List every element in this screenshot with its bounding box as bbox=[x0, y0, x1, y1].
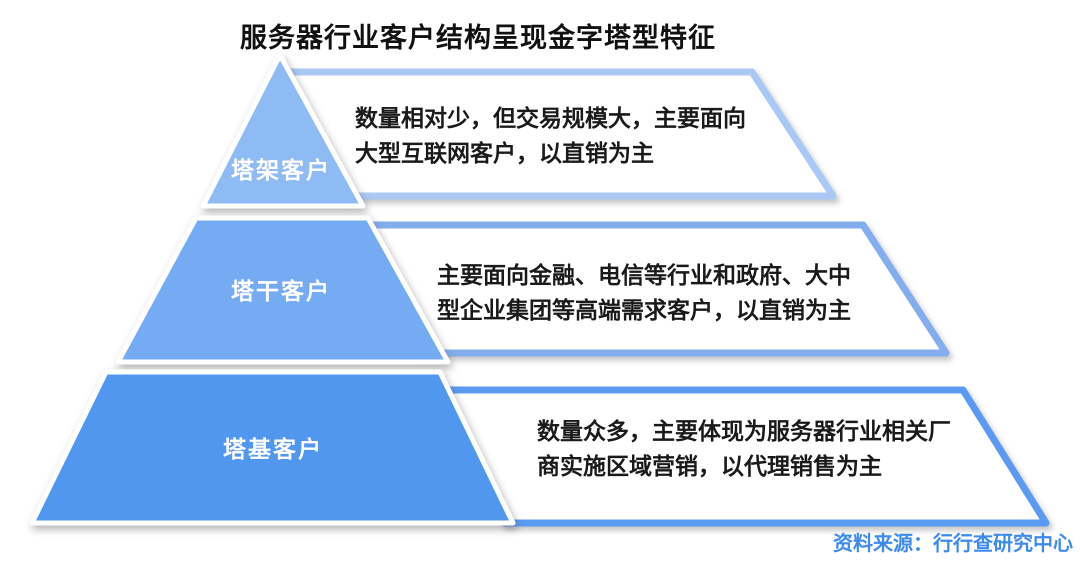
banner-description-bottom: 数量众多，主要体现为服务器行业相关厂 商实施区域营销，以代理销售为主 bbox=[537, 414, 951, 484]
chart-title: 服务器行业客户结构呈现金字塔型特征 bbox=[240, 23, 716, 53]
banner-description-middle-line1: 主要面向金融、电信等行业和政府、大中 bbox=[437, 262, 851, 288]
banner-description-bottom-line1: 数量众多，主要体现为服务器行业相关厂 bbox=[537, 418, 951, 444]
pyramid-tier-middle-shape bbox=[115, 215, 451, 365]
tier-label-top: 塔架客户 bbox=[231, 157, 331, 183]
banner-description-middle: 主要面向金融、电信等行业和政府、大中 型企业集团等高端需求客户，以直销为主 bbox=[437, 258, 851, 328]
source-attribution: 资料来源：行行查研究中心 bbox=[833, 533, 1073, 555]
pyramid-tier-bottom-shape bbox=[29, 369, 516, 526]
pyramid-tier-top-shape bbox=[200, 52, 366, 209]
banner-description-top: 数量相对少，但交易规模大，主要面向 大型互联网客户，以直销为主 bbox=[355, 101, 746, 171]
banner-description-bottom-line2: 商实施区域营销，以代理销售为主 bbox=[537, 453, 882, 479]
banner-description-top-line2: 大型互联网客户，以直销为主 bbox=[355, 140, 654, 166]
tier-label-bottom: 塔基客户 bbox=[223, 436, 323, 462]
banner-description-middle-line2: 型企业集团等高端需求客户，以直销为主 bbox=[437, 297, 851, 323]
tier-label-middle: 塔干客户 bbox=[231, 278, 331, 304]
banner-description-top-line1: 数量相对少，但交易规模大，主要面向 bbox=[355, 105, 746, 131]
